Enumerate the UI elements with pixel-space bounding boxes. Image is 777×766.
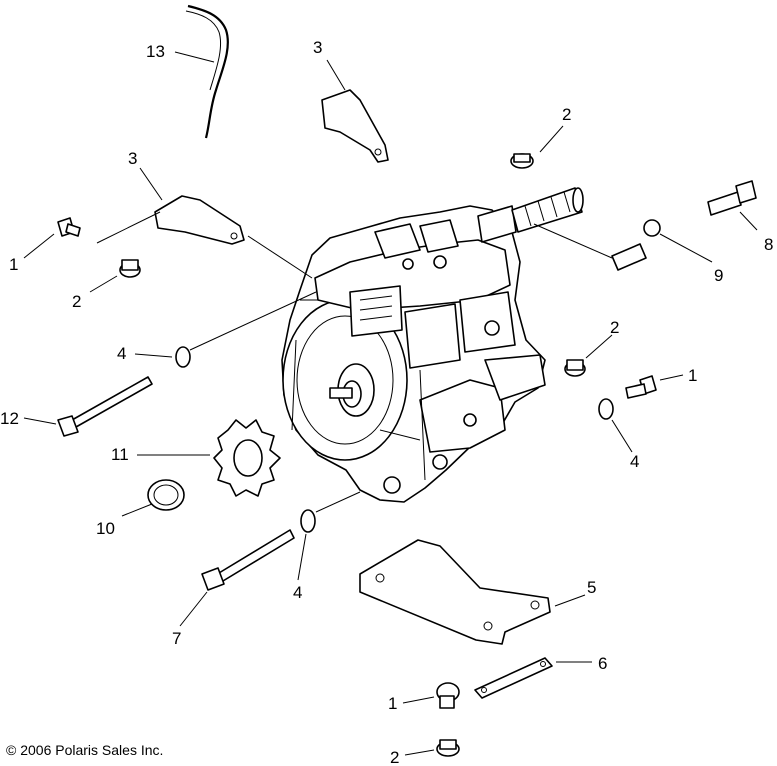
callout-labels: 13 3 3 2 8 1 2 9 2 4 1 12 4 11 10 4 5 7 … bbox=[0, 38, 773, 766]
callout-2-right: 2 bbox=[610, 318, 619, 337]
callout-9: 9 bbox=[714, 266, 723, 285]
callout-1-right: 1 bbox=[688, 366, 697, 385]
callout-8: 8 bbox=[764, 235, 773, 254]
spacer bbox=[611, 243, 647, 271]
callout-3-left: 3 bbox=[128, 149, 137, 168]
snap-ring-10-inner bbox=[153, 484, 179, 506]
callout-2-top: 2 bbox=[562, 105, 571, 124]
bolt-short-left bbox=[57, 217, 81, 237]
callout-4-bottom: 4 bbox=[293, 583, 302, 602]
callout-10: 10 bbox=[96, 519, 115, 538]
long-bolt-7 bbox=[201, 529, 295, 591]
leader-lines bbox=[23, 51, 758, 756]
callout-13: 13 bbox=[146, 42, 165, 61]
snap-ring-10 bbox=[147, 479, 185, 511]
flange-nut-top bbox=[510, 153, 534, 169]
callout-3-top: 3 bbox=[313, 38, 322, 57]
strap-6 bbox=[474, 657, 553, 699]
washer-right bbox=[598, 398, 614, 420]
washer-bottom bbox=[300, 509, 316, 533]
callout-2-bottom: 2 bbox=[390, 748, 399, 766]
washer-left bbox=[175, 346, 191, 368]
callout-6: 6 bbox=[598, 654, 607, 673]
bracket-left-hole bbox=[230, 232, 238, 240]
bracket-upper bbox=[321, 89, 389, 163]
callout-2-left: 2 bbox=[72, 292, 81, 311]
bolt-8 bbox=[707, 180, 757, 216]
callout-4-left: 4 bbox=[117, 344, 126, 363]
vent-hose-inner bbox=[185, 10, 222, 91]
callout-4-right: 4 bbox=[630, 452, 639, 471]
callout-1-left: 1 bbox=[9, 255, 18, 274]
output-shaft bbox=[477, 187, 584, 243]
bracket-left bbox=[154, 195, 245, 245]
flange-nut-right bbox=[564, 359, 586, 377]
long-bolt-12 bbox=[57, 376, 153, 437]
callout-5: 5 bbox=[587, 578, 596, 597]
copyright-notice: © 2006 Polaris Sales Inc. bbox=[6, 742, 164, 758]
callout-12: 12 bbox=[0, 409, 19, 428]
transmission-housing bbox=[281, 205, 546, 503]
sprocket-11 bbox=[213, 419, 281, 497]
flange-nut-bottom bbox=[436, 739, 460, 757]
bracket-upper-hole bbox=[374, 148, 382, 156]
bolt-short-bottom bbox=[436, 682, 460, 709]
callout-1-bottom: 1 bbox=[388, 694, 397, 713]
callout-11: 11 bbox=[111, 445, 129, 464]
nut-9 bbox=[643, 219, 661, 237]
callout-7: 7 bbox=[172, 629, 181, 648]
flange-nut-left bbox=[119, 259, 141, 278]
bolt-short-right bbox=[625, 375, 657, 399]
mounting-plate-5 bbox=[359, 539, 551, 645]
vent-hose bbox=[187, 4, 229, 139]
